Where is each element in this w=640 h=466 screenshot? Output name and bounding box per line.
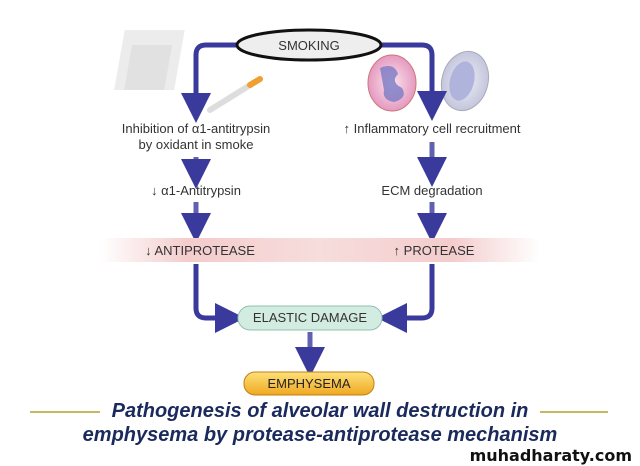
arrow-smoking-right — [378, 42, 447, 121]
elastic-damage-label: ELASTIC DAMAGE — [253, 310, 367, 325]
smoke-illustration — [114, 30, 185, 90]
smoking-label: SMOKING — [278, 38, 339, 53]
antiprotease-label: ↓ ANTIPROTEASE — [145, 243, 255, 258]
inflammatory-cells-illustration — [367, 50, 490, 112]
right-step1: ↑ Inflammatory cell recruitment — [344, 121, 521, 136]
elastic-damage-node — [237, 305, 383, 331]
emphysema-label: EMPHYSEMA — [267, 376, 350, 391]
emphysema-node — [243, 371, 375, 396]
cigarette-icon — [207, 76, 263, 113]
arrow-smoking-left — [181, 42, 240, 123]
left-step1-line2: by oxidant in smoke — [139, 137, 254, 152]
caption-line-2: emphysema by protease-antiprotease mecha… — [82, 424, 558, 446]
left-step2: ↓ α1-Antitrypsin — [151, 183, 241, 198]
watermark: muhadharaty.com — [469, 446, 632, 465]
left-step1-line1: Inhibition of α1-antitrypsin — [122, 121, 270, 136]
protease-label: ↑ PROTEASE — [394, 243, 475, 258]
protease-band — [100, 238, 540, 262]
right-step2: ECM degradation — [381, 183, 482, 198]
caption-line-1: Pathogenesis of alveolar wall destructio… — [111, 400, 529, 422]
smoking-node — [235, 28, 383, 62]
arrow-left-merge — [193, 264, 245, 333]
arrow-right-merge — [377, 264, 435, 333]
